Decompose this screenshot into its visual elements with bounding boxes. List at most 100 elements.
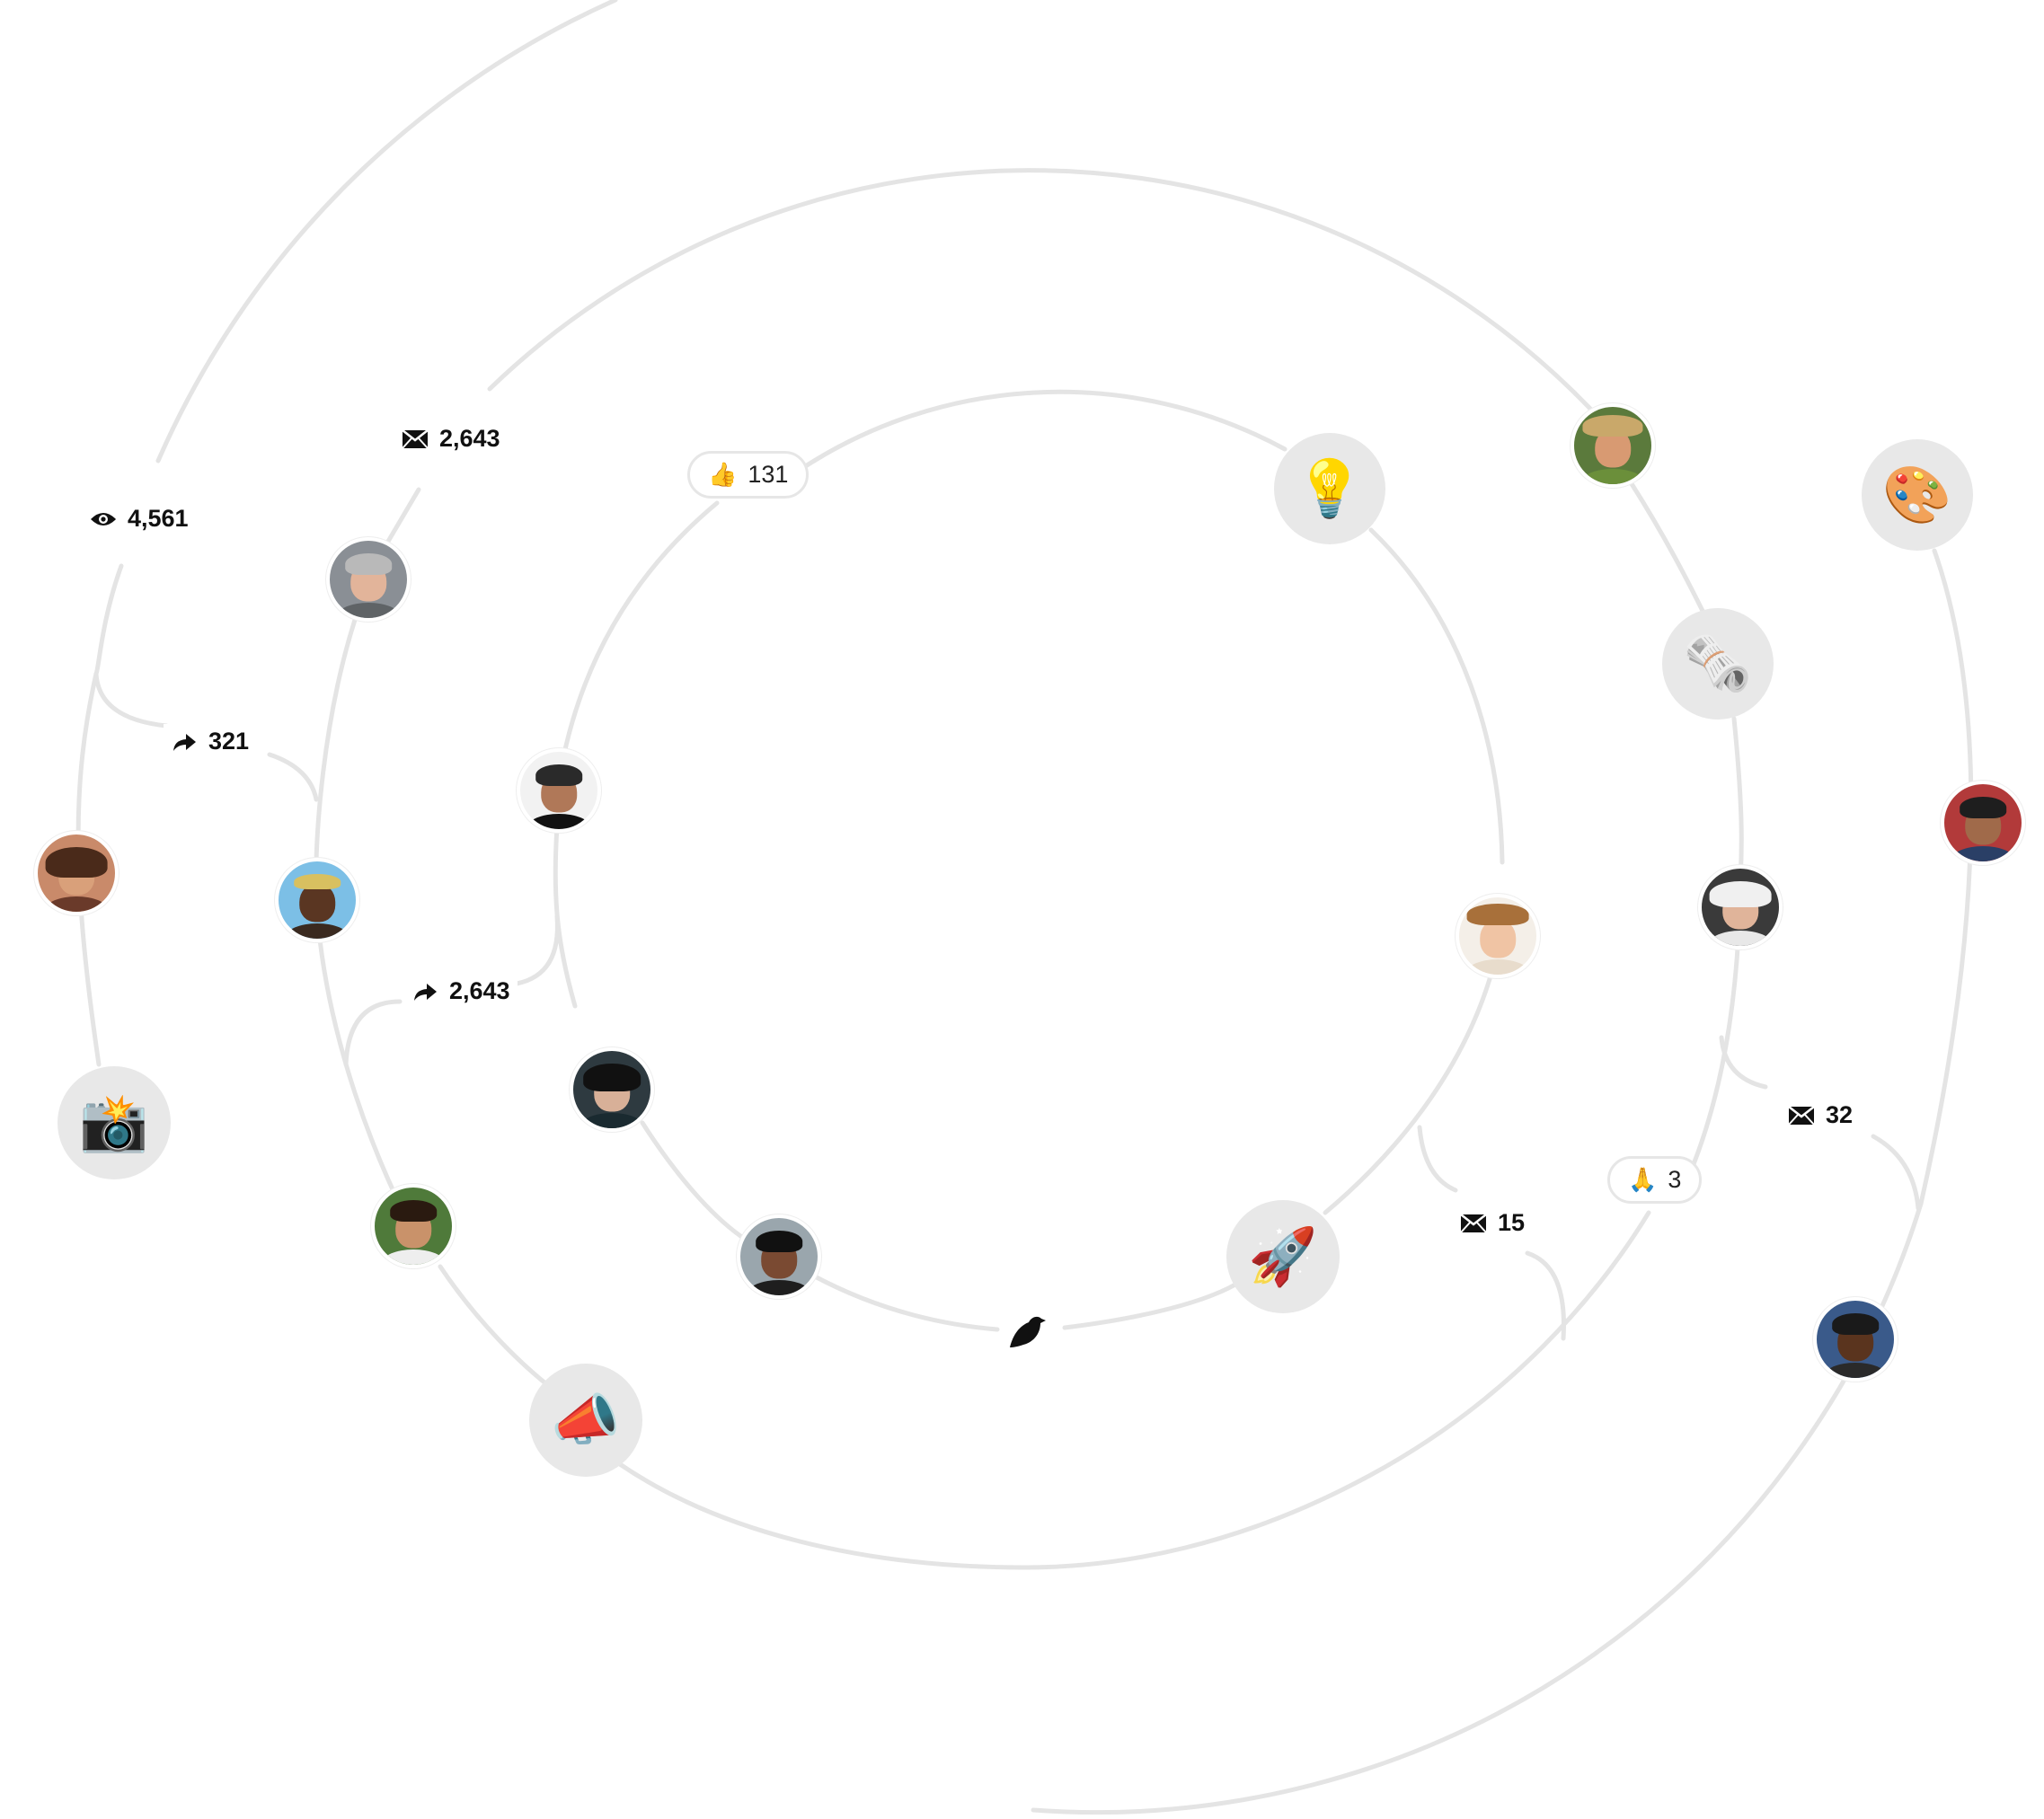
ring-outer [93,563,169,728]
likes-value: 131 [748,461,789,488]
mail-value: 32 [1826,1101,1854,1128]
envelope-icon [1788,1105,1815,1126]
views-value: 4,561 [128,505,189,532]
ring-third [617,1210,1651,1570]
rocket-icon: 🚀 [1248,1223,1318,1289]
ring-inner [514,914,560,986]
avatar[interactable] [1698,865,1783,949]
avatar-body [580,1112,643,1128]
ring-second [314,617,358,901]
camera-node[interactable]: 📸 [58,1066,171,1179]
ring-inner [556,500,720,784]
envelope-icon [402,428,429,450]
newspaper-node[interactable]: 🗞️ [1662,608,1774,720]
avatar-body [1581,468,1644,484]
ring-third [1525,1250,1566,1341]
ring-inner [788,389,1287,479]
shares-value: 2,643 [449,977,510,1004]
ring-inner [640,1120,748,1242]
avatar-cap [756,1230,802,1252]
avatar-body [45,896,108,912]
mail-value: 2,643 [439,425,500,452]
ring-inner [1368,527,1505,865]
avatar-body [1466,958,1529,975]
avatar-body [1824,1362,1887,1378]
avatar[interactable] [1456,894,1540,978]
ring-second [487,168,1593,411]
bird-icon [1010,1316,1046,1347]
avatar-hair [535,764,582,786]
megaphone-icon: 📣 [551,1387,621,1453]
avatar-body [1951,845,2014,861]
thumbs-up-icon: 👍 [708,461,738,489]
avatar-body [1709,930,1772,946]
ring-outer [155,0,618,464]
avatar-face [1480,919,1516,958]
avatar-hair [583,1063,641,1091]
shares-value: 321 [208,728,250,755]
avatar-hair [45,846,108,879]
ring-outer [1031,1201,1924,1815]
ring-third [1682,932,1741,1188]
avatar[interactable] [1571,403,1655,488]
ring-inner [810,1273,1000,1332]
shares-count: 321 [164,724,257,759]
ring-third [1719,1035,1768,1090]
shares-count: 2,643 [404,974,518,1009]
avatar-beanie [345,552,392,575]
envelope-icon [1460,1213,1487,1234]
ring-inner [1062,1282,1238,1330]
views-count: 4,561 [83,501,196,536]
avatar[interactable] [737,1214,821,1299]
avatar[interactable] [34,831,119,915]
center-node[interactable] [1007,1313,1047,1349]
avatar-hat [1466,903,1529,925]
rocket-node[interactable]: 🚀 [1226,1200,1340,1313]
avatar[interactable] [1813,1297,1898,1382]
avatar-body [527,813,590,829]
avatar-hair [1960,796,2006,818]
ring-second [438,1264,560,1395]
avatar-hair [390,1199,437,1222]
avatar-hood [1709,880,1772,907]
ring-second [1628,480,1705,614]
ring-second [343,999,403,1067]
avatar-body [286,923,349,939]
lightbulb-node[interactable]: 💡 [1274,433,1385,544]
mail-count: 2,643 [394,421,508,456]
avatar[interactable] [570,1047,654,1132]
ring-second [267,752,319,802]
ring-outer [1918,548,1974,1206]
megaphone-node[interactable]: 📣 [529,1364,642,1477]
avatar-hair [1832,1312,1879,1335]
avatar[interactable] [1941,781,2025,865]
avatar[interactable] [371,1184,456,1268]
mail-count: 15 [1453,1205,1533,1241]
eye-icon [90,508,117,530]
avatar-body [748,1279,810,1295]
prayers-count: 🙏 3 [1607,1156,1703,1204]
avatar[interactable] [517,748,601,833]
ring-third [1871,1134,1921,1211]
camera-flash-icon: 📸 [79,1090,149,1155]
folded-hands-icon: 🙏 [1628,1166,1658,1194]
palette-node[interactable]: 🎨 [1862,439,1973,551]
share-arrow-icon [171,731,198,753]
prayers-value: 3 [1668,1166,1682,1193]
ring-inner [1323,976,1492,1215]
likes-count: 👍 131 [687,451,810,499]
avatar-hat [1582,414,1643,437]
share-arrow-icon [411,981,438,1002]
avatar[interactable] [275,858,359,942]
avatar-body [382,1249,445,1265]
lightbulb-icon: 💡 [1295,455,1365,521]
avatar[interactable] [326,537,411,622]
mail-value: 15 [1498,1209,1526,1236]
palette-icon: 🎨 [1882,462,1952,527]
ring-inner [1417,1125,1458,1193]
avatar-hair [294,873,341,889]
avatar-face [299,883,335,923]
avatar-body [337,602,400,618]
newspaper-icon: 🗞️ [1683,631,1753,696]
